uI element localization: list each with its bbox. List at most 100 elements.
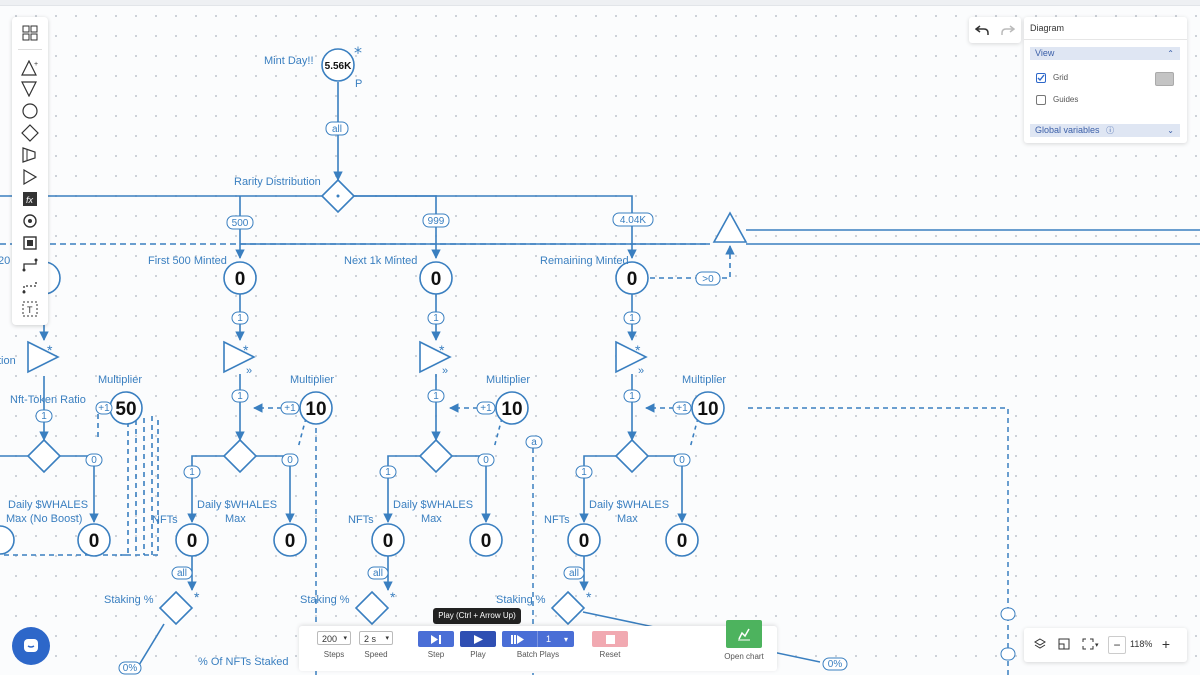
fullscreen-icon[interactable]: ▾ [1082,638,1100,652]
batch-plays-button[interactable]: 1 ▾ [502,631,574,647]
left-branch-gate[interactable] [26,438,62,474]
branch-left-edge[interactable]: 1 [575,465,593,479]
edge-all-top[interactable]: all [325,121,349,136]
grid-color-swatch[interactable] [1155,72,1174,86]
edge-4k[interactable]: 4.04K [612,212,654,227]
resource-connection-icon[interactable] [18,255,42,275]
text-box-icon[interactable]: T [18,299,42,319]
end-condition-icon[interactable] [18,233,42,253]
step-button[interactable] [418,631,454,647]
staking-gate[interactable] [354,590,390,626]
left-gate-triangle[interactable] [27,340,60,374]
multiplier-edge[interactable]: +1 [280,401,300,415]
left-pct-edge[interactable]: 0% [118,661,142,675]
nfts-node[interactable] [371,523,405,557]
staking-gate[interactable] [550,590,586,626]
branch-gate[interactable] [614,438,650,474]
edge-999[interactable]: 999 [422,213,450,228]
grid-checkbox[interactable] [1036,73,1046,83]
reset-button[interactable] [592,631,628,647]
all-edge[interactable]: all [563,566,585,580]
source-triangle-icon[interactable]: + [18,58,42,78]
speed-select[interactable]: 2 s▾ [359,631,393,645]
gate-triangle[interactable] [615,340,648,374]
left-edge-0[interactable]: 0 [85,453,103,467]
left-edge-node[interactable] [0,525,15,555]
left-edge-plus1[interactable]: +1 [95,401,113,415]
after-edge[interactable]: 1 [623,389,641,403]
daily-max-node[interactable] [273,523,307,557]
all-edge[interactable]: all [171,566,193,580]
after-edge[interactable]: 1 [231,389,249,403]
steps-select[interactable]: 200▾ [317,631,351,645]
nfts-node[interactable] [567,523,601,557]
converter-triangle[interactable] [712,211,748,243]
play-bar: 200▾ Steps 2 s▾ Speed Step Play 1 ▾ Batc… [299,620,777,671]
chat-button[interactable] [12,627,50,665]
multiplier-edge[interactable]: +1 [672,401,692,415]
branch-left-edge[interactable]: 1 [379,465,397,479]
multiplier-node[interactable] [691,391,725,425]
grid-layout-icon[interactable] [18,23,42,43]
mint-day-node[interactable]: 5.56K [321,48,355,82]
redo-icon[interactable] [995,17,1021,43]
zoom-out-button[interactable]: − [1108,636,1126,654]
edge-500[interactable]: 500 [226,215,254,230]
branch-gate[interactable] [418,438,454,474]
right-edge-pill[interactable] [1000,607,1016,621]
daily-max-sublabel: Max [617,513,638,525]
pool-circle[interactable] [223,261,257,295]
after-edge[interactable]: 1 [427,389,445,403]
formula-icon[interactable]: fx [18,189,42,209]
daily-max-node[interactable] [665,523,699,557]
trader-icon[interactable] [18,167,42,187]
zoom-in-button[interactable]: + [1161,636,1171,652]
edge-gt0[interactable]: >0 [695,271,721,286]
pool-circle[interactable] [419,261,453,295]
branch-right-edge[interactable]: 0 [477,453,495,467]
open-chart-button[interactable] [726,620,762,648]
branch-left-edge[interactable]: 1 [183,465,201,479]
multiplier-node[interactable] [495,391,529,425]
left-multiplier-node[interactable]: 50 [109,391,143,425]
pool-circle-icon[interactable] [18,101,42,121]
pool-circle[interactable] [615,261,649,295]
multiplier-edge[interactable]: +1 [476,401,496,415]
gate-triangle[interactable] [223,340,256,374]
undo-icon[interactable] [969,17,995,43]
view-section-header[interactable]: View ⌃ [1030,47,1180,60]
fit-screen-icon[interactable] [1058,638,1070,652]
play-button[interactable] [460,631,496,647]
all-edge[interactable]: all [367,566,389,580]
caret-down-icon: ▾ [385,635,389,642]
svg-text:1: 1 [433,313,439,324]
global-variables-header[interactable]: Global variables ⓘ ⌄ [1030,124,1180,137]
gate-triangle[interactable] [419,340,452,374]
left-max-node[interactable]: 0 [77,523,111,557]
edge-a[interactable]: a [525,435,543,449]
state-connection-icon[interactable] [18,277,42,297]
gate-edge[interactable]: 1 [623,311,641,325]
multiplier-label: Multiplier [290,374,334,386]
branch-gate[interactable] [222,438,258,474]
gate-diamond-icon[interactable] [18,123,42,143]
staking-gate[interactable] [158,590,194,626]
drain-triangle-icon[interactable] [18,79,42,99]
gate-edge[interactable]: 1 [231,311,249,325]
branch-right-edge[interactable]: 0 [281,453,299,467]
guides-checkbox[interactable] [1036,95,1046,105]
multiplier-node[interactable] [299,391,333,425]
left-edge-1[interactable]: 1 [35,409,53,423]
right-edge-pill-2[interactable] [1000,647,1016,661]
register-icon[interactable] [18,211,42,231]
branch-right-edge[interactable]: 0 [673,453,691,467]
nfts-node[interactable] [175,523,209,557]
layers-icon[interactable] [1034,638,1046,652]
gate-edge[interactable]: 1 [427,311,445,325]
bottom-right-pct-edge[interactable]: 0% [822,657,848,671]
rarity-distribution-gate[interactable] [320,178,356,214]
converter-icon[interactable] [18,145,42,165]
daily-max-node[interactable] [469,523,503,557]
